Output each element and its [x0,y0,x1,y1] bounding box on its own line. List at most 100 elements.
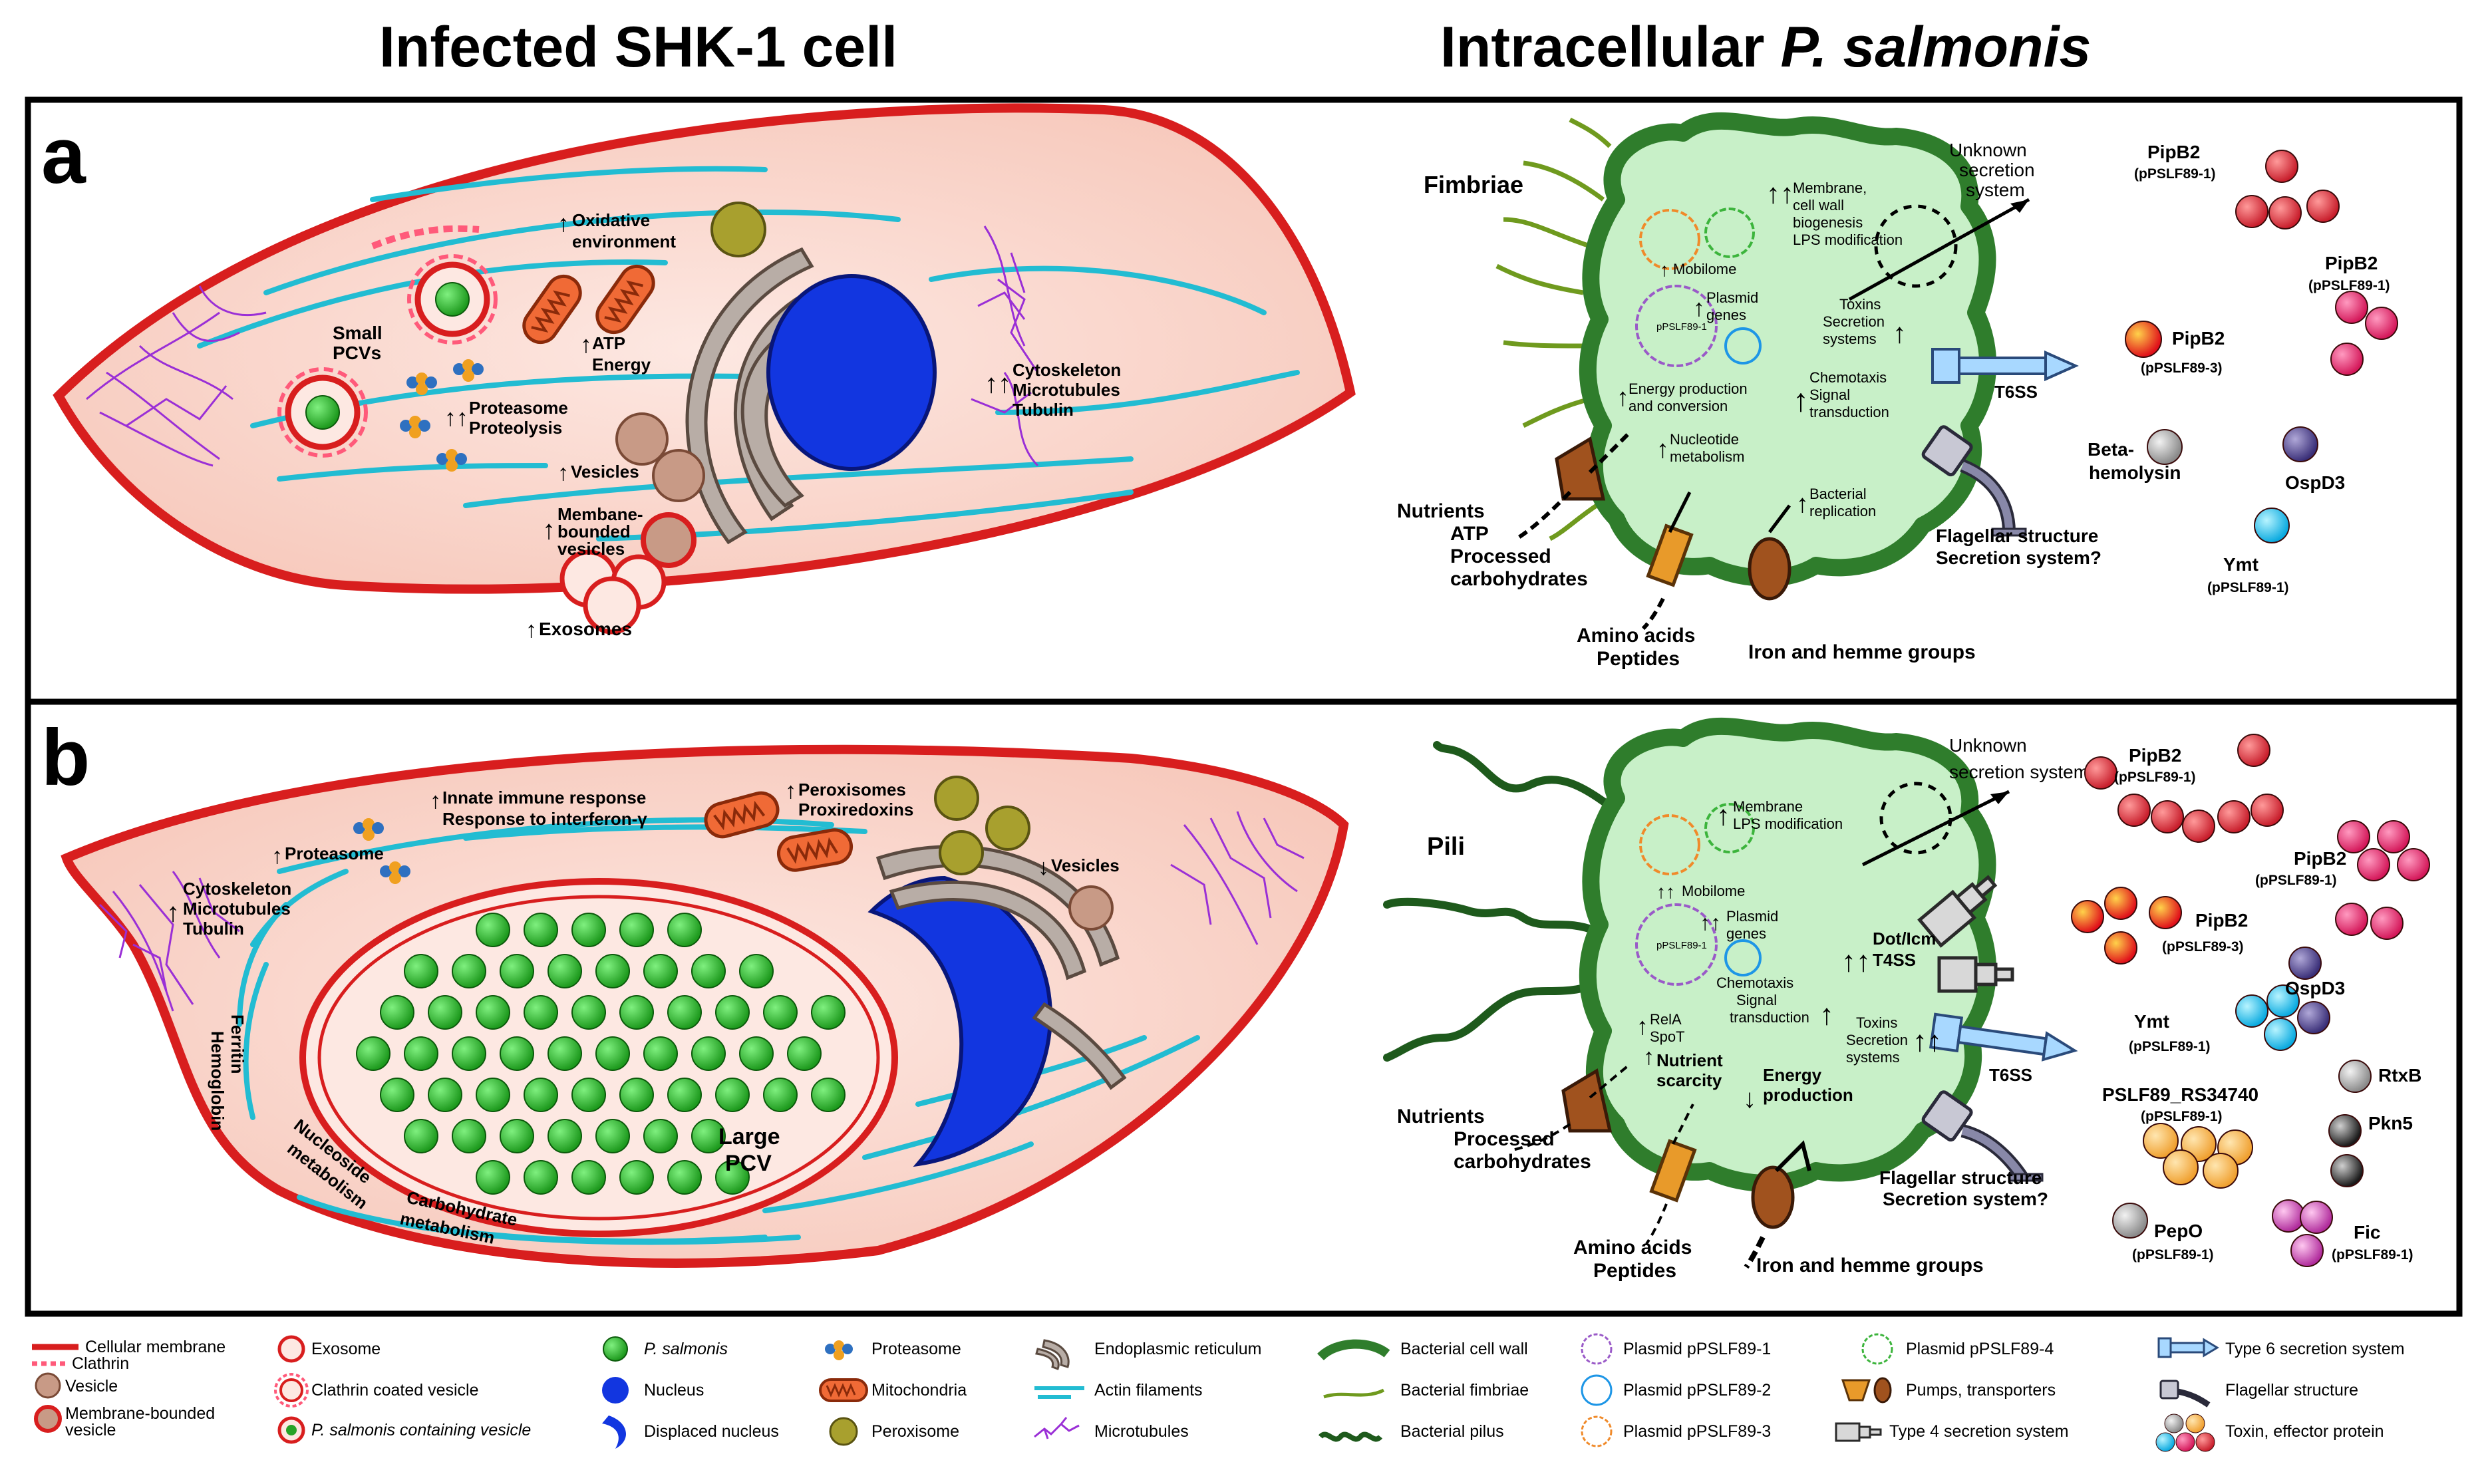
unknown-secretion-circle-a [1874,204,1958,288]
proteasomes-b [353,818,410,884]
label-flagellar-a-1: Flagellar structure [1936,525,2098,546]
label-cytoskeleton-b-2: Microtubules [183,899,291,919]
legend-plasmid-4: Plasmid pPSLF89-4 [1906,1340,2054,1358]
p-salmonis-bacterium [715,995,750,1030]
arrow-proteasome-b: ↑ [271,843,283,869]
t6ss-b [1929,1012,2078,1062]
legend-icon-vesicle [35,1372,61,1399]
label-plasmid-a-1: Plasmid [1706,289,1758,306]
pump-transporter-b-3 [1751,1165,1795,1229]
label-chemotaxis-a-2: Signal [1809,386,1850,403]
arrow-membrane-a: ↑↑ [1766,178,1794,209]
p-salmonis-bacterium [667,1078,702,1112]
p-salmonis-bacterium [476,995,510,1030]
panel-a-host-cell [53,103,1356,635]
legend: Cellular membrane Clathrin Vesicle Membr… [32,1333,2405,1452]
arrow-peroxisomes: ↑ [785,778,796,804]
plasmid-pPSLF89-1-a [1635,285,1718,367]
legend-nucleus: Nucleus [644,1381,704,1400]
p-salmonis-bacterium [763,995,798,1030]
displaced-nucleus [867,875,1052,1167]
legend-actin: Actin filaments [1094,1381,1203,1400]
legend-t4ss: Type 4 secretion system [1889,1422,2069,1441]
peroxisome-a [710,202,766,257]
label-oxidative-2: environment [572,231,676,251]
left-header: Infected SHK-1 cell [379,15,897,79]
label-amino-b-1: Amino acids [1573,1237,1692,1259]
legend-icon-exosome [277,1335,305,1363]
label-nutrients-b-1: Nutrients [1397,1106,1485,1127]
arrow-proteasome: ↑↑ [444,404,468,431]
legend-pumps: Pumps, transporters [1906,1381,2056,1400]
label-ferritin: Ferritin [228,1014,247,1074]
t6ss-a [1931,348,2079,384]
arrow-toxins-b: ↑↑ [1913,1025,1942,1058]
label-t6ss-a: T6SS [1994,382,2038,402]
pump-transporter-a-3 [1748,537,1791,601]
unknown-secretion-arrowhead-b [1990,792,2009,804]
label-plasmid-a-2: genes [1706,307,1746,323]
label-fic-plasmid: (pPSLF89-1) [2332,1247,2413,1262]
p-salmonis-bacterium [356,1036,390,1071]
label-pipb2-a1: PipB2 [2147,142,2200,162]
p-salmonis-bacterium [547,1119,582,1153]
label-exosomes: Exosomes [539,619,632,639]
p-salmonis-bacterium [524,1078,558,1112]
label-mobilome-a: Mobilome [1673,261,1736,277]
legend-membrane-bounded-2: vesicle [65,1421,116,1439]
label-energy-b-1: Energy [1763,1065,1822,1085]
label-pipb2-a3: PipB2 [2172,328,2225,349]
label-nutrients-a-3: Processed [1450,545,1551,567]
legend-icon-clathrin-vesicle [274,1373,309,1408]
legend-flagellar: Flagellar structure [2225,1381,2358,1400]
label-nucleotide-a-2: metabolism [1670,448,1744,465]
label-pipb2-b1: PipB2 [2129,745,2181,766]
exosomes-a [559,549,667,635]
p-salmonis-bacterium [643,954,678,988]
legend-icon-p-salmonis [603,1336,628,1362]
p-salmonis-bacterium [619,913,654,947]
legend-icon-proteasome [825,1340,853,1360]
legend-icon-membrane-bounded [34,1405,62,1433]
p-salmonis-bacterium [571,1078,606,1112]
legend-icon-pcv [277,1416,305,1444]
label-replication-a-1: Bacterial [1809,486,1867,502]
label-nutrients-a-4: carbohydrates [1450,568,1588,590]
amino-arrow-b [1645,1203,1668,1245]
plasmid-pPSLF89-4-a [1704,208,1755,258]
plasmid-pPSLF89-2-a [1724,327,1762,365]
p-salmonis-bacterium [476,1160,510,1195]
p-salmonis-bacterium [763,1078,798,1112]
label-iron-b: Iron and hemme groups [1756,1255,1984,1276]
label-amino-a-1: Amino acids [1577,625,1695,647]
label-flagellar-a-2: Secretion system? [1936,547,2101,568]
label-membrane-a-3: biogenesis [1793,214,1863,231]
label-chemotaxis-b-1: Chemotaxis [1716,974,1793,991]
label-proteasome-b: Proteasome [285,843,384,863]
p-salmonis-bacterium [595,1119,630,1153]
label-ymt-b-plasmid: (pPSLF89-1) [2129,1039,2211,1054]
p-salmonis-bacterium [476,913,510,947]
p-salmonis-bacterium [500,1036,534,1071]
plasmid-pPSLF89-4-b [1704,803,1755,853]
label-nutrients-b-3: carbohydrates [1454,1151,1591,1173]
label-pili: Pili [1427,833,1465,861]
label-nutrients-b-2: Processed [1454,1128,1555,1150]
p-salmonis-bacterium [811,995,846,1030]
legend-icon-er [1035,1339,1070,1370]
label-toxins-a-2: Secretion [1823,313,1885,330]
bacterial-cell-wall-a [1579,112,1997,587]
p-salmonis-bacterium [619,1078,654,1112]
label-vesicles-b: Vesicles [1051,855,1120,875]
label-toxins-a-3: systems [1823,331,1877,347]
label-atp-1: ATP [592,333,625,353]
legend-icon-pumps [1841,1377,1892,1404]
p-salmonis-bacterium [547,1036,582,1071]
legend-icon-cell-wall [1317,1339,1390,1361]
label-ospd3-a: OspD3 [2285,472,2345,493]
legend-icon-peroxisome [829,1417,858,1446]
mitochondrion-a-2 [595,264,655,335]
p-salmonis-bacterium [404,1119,438,1153]
right-header-prefix: Intracellular [1440,15,1781,79]
unknown-secretion-arrow-a [1848,198,2030,301]
